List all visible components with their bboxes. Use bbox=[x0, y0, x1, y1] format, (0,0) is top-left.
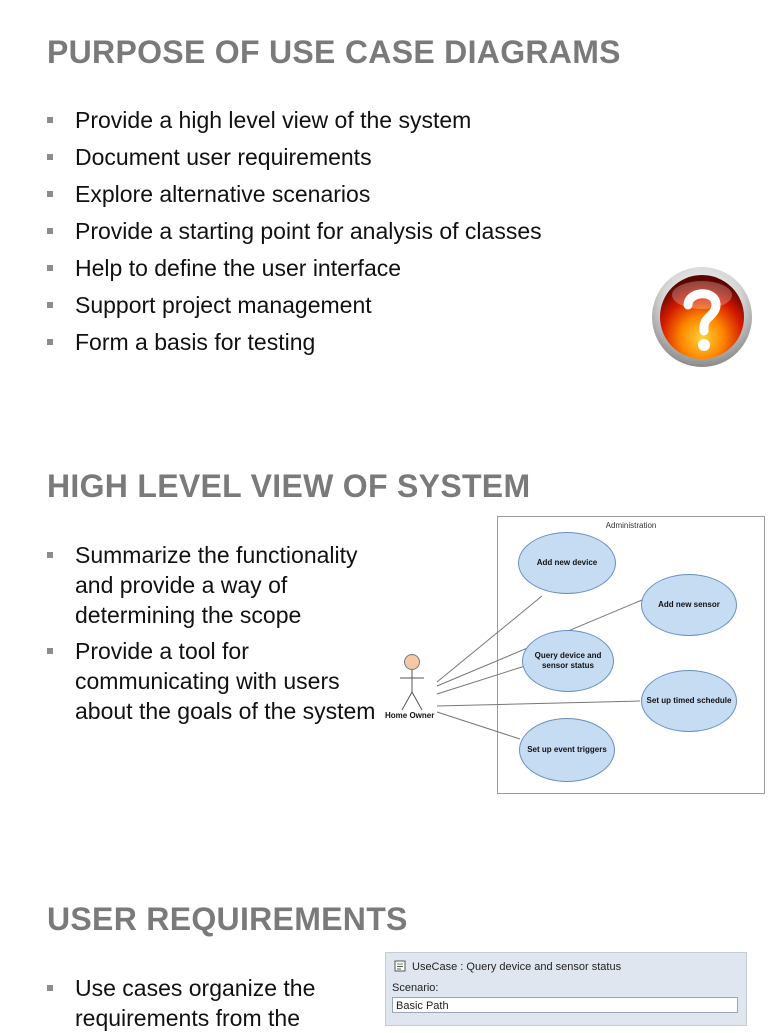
bullet-marker bbox=[47, 552, 53, 558]
bullet-marker bbox=[47, 648, 53, 654]
bullet-item: Provide a tool for communicating with us… bbox=[47, 636, 387, 726]
bullet-text: Provide a starting point for analysis of… bbox=[75, 218, 542, 244]
use-case-add-new-sensor: Add new sensor bbox=[641, 574, 737, 636]
bullet-item: Document user requirements bbox=[47, 142, 647, 172]
bullet-marker bbox=[47, 154, 53, 160]
section-heading-user-requirements: USER REQUIREMENTS bbox=[47, 901, 408, 937]
bullet-text: Explore alternative scenarios bbox=[75, 181, 371, 207]
bullet-item: Form a basis for testing bbox=[47, 327, 647, 357]
system-boundary-label: Administration bbox=[605, 521, 657, 530]
high-level-bullet-list: Summarize the functionality and provide … bbox=[47, 540, 387, 732]
bullet-text: Summarize the functionality and provide … bbox=[75, 542, 358, 628]
section-heading-high-level-view: HIGH LEVEL VIEW OF SYSTEM bbox=[47, 468, 531, 504]
bullet-item: Help to define the user interface bbox=[47, 253, 647, 283]
use-case-set-up-event-triggers: Set up event triggers bbox=[519, 718, 615, 782]
bullet-marker bbox=[47, 339, 53, 345]
use-case-set-up-timed-schedule: Set up timed schedule bbox=[641, 670, 737, 732]
use-case-diagram: Administration Add new device Add new se… bbox=[385, 514, 768, 794]
purpose-bullet-list: Provide a high level view of the system … bbox=[47, 105, 647, 364]
use-case-query-device-status: Query device and sensor status bbox=[522, 630, 614, 692]
bullet-item: Provide a starting point for analysis of… bbox=[47, 216, 647, 246]
bullet-text: Help to define the user interface bbox=[75, 255, 402, 281]
scenario-field[interactable]: Basic Path bbox=[392, 997, 738, 1013]
association-line bbox=[436, 700, 641, 707]
bullet-text: Use cases organize the requirements from… bbox=[75, 975, 316, 1031]
bullet-text: Document user requirements bbox=[75, 144, 372, 170]
bullet-marker bbox=[47, 117, 53, 123]
bullet-text: Support project management bbox=[75, 292, 372, 318]
use-case-form-title-text: UseCase : Query device and sensor status bbox=[412, 961, 622, 973]
actor-stick-figure-icon bbox=[400, 654, 424, 711]
use-case-form-panel: UseCase : Query device and sensor status… bbox=[385, 952, 747, 1026]
bullet-marker bbox=[47, 302, 53, 308]
bullet-text: Provide a tool for communicating with us… bbox=[75, 638, 376, 724]
bullet-marker bbox=[47, 191, 53, 197]
bullet-item: Explore alternative scenarios bbox=[47, 179, 647, 209]
use-case-document-icon bbox=[394, 960, 406, 972]
question-mark-icon bbox=[652, 267, 752, 367]
user-requirements-bullet-list: Use cases organize the requirements from… bbox=[47, 973, 367, 1033]
actor-label: Home Owner bbox=[385, 711, 435, 720]
bullet-item: Provide a high level view of the system bbox=[47, 105, 647, 135]
association-line bbox=[436, 665, 526, 695]
bullet-text: Provide a high level view of the system bbox=[75, 107, 472, 133]
use-case-form-title: UseCase : Query device and sensor status bbox=[394, 960, 621, 973]
bullet-marker bbox=[47, 228, 53, 234]
bullet-marker bbox=[47, 985, 53, 991]
bullet-item: Use cases organize the requirements from… bbox=[47, 973, 367, 1033]
scenario-label: Scenario: bbox=[392, 982, 439, 994]
association-line bbox=[436, 711, 521, 740]
section-heading-purpose: PURPOSE OF USE CASE DIAGRAMS bbox=[47, 34, 621, 70]
bullet-text: Form a basis for testing bbox=[75, 329, 316, 355]
association-line bbox=[436, 595, 543, 683]
use-case-add-new-device: Add new device bbox=[518, 532, 616, 594]
bullet-item: Support project management bbox=[47, 290, 647, 320]
bullet-item: Summarize the functionality and provide … bbox=[47, 540, 387, 630]
bullet-marker bbox=[47, 265, 53, 271]
